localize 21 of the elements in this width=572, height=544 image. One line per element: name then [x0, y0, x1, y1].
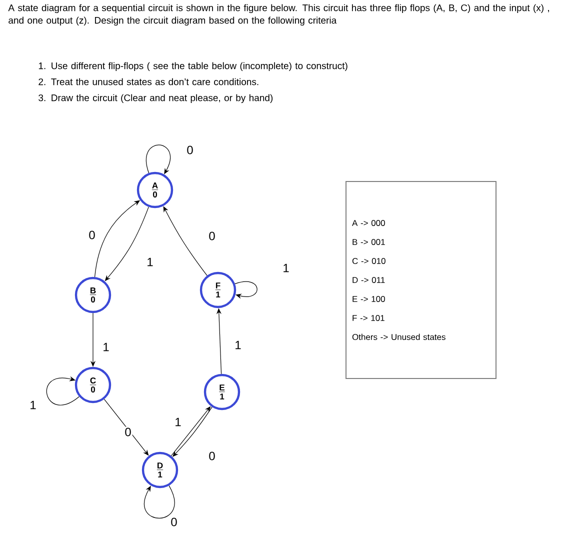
edge-label: 0 — [209, 452, 215, 460]
edge-label: 0 — [171, 518, 177, 526]
arrow — [163, 206, 208, 276]
edge-label: 0 — [209, 232, 215, 240]
arrow — [46, 376, 80, 406]
table-box: A -> 000 B -> 001 C -> 010 D -> 011 E -> 100 F -> 101 Others -> Unused states — [346, 181, 496, 379]
paragraph: A state diagram for a sequential circuit is shown in the figure below. This circuit has three flip flops (A, B, C) and the input (x) , and one output (z). Design the circuit diagram based on the following criteria — [8, 4, 549, 26]
edge-label: 1 — [30, 400, 36, 410]
list-item: 1. Use different flip-flops ( see the table below (incomplete) to construct) — [38, 62, 348, 72]
edge-label: 1 — [236, 340, 241, 350]
list-item: 2. Treat the unused states as don’t care conditions. — [38, 78, 258, 86]
edge-label: 1 — [104, 342, 109, 352]
edge-label: 0 — [125, 428, 131, 436]
arrow — [234, 281, 258, 299]
edge-label: 0 — [187, 146, 193, 154]
list-item: 3. Draw the circuit (Clear and neat please, or by hand) — [38, 94, 273, 104]
arrow — [144, 485, 175, 518]
edge-label: 1 — [176, 418, 181, 426]
edge-label: 0 — [89, 230, 95, 240]
edge-label: 1 — [148, 258, 153, 266]
edge-label: 1 — [284, 264, 289, 272]
